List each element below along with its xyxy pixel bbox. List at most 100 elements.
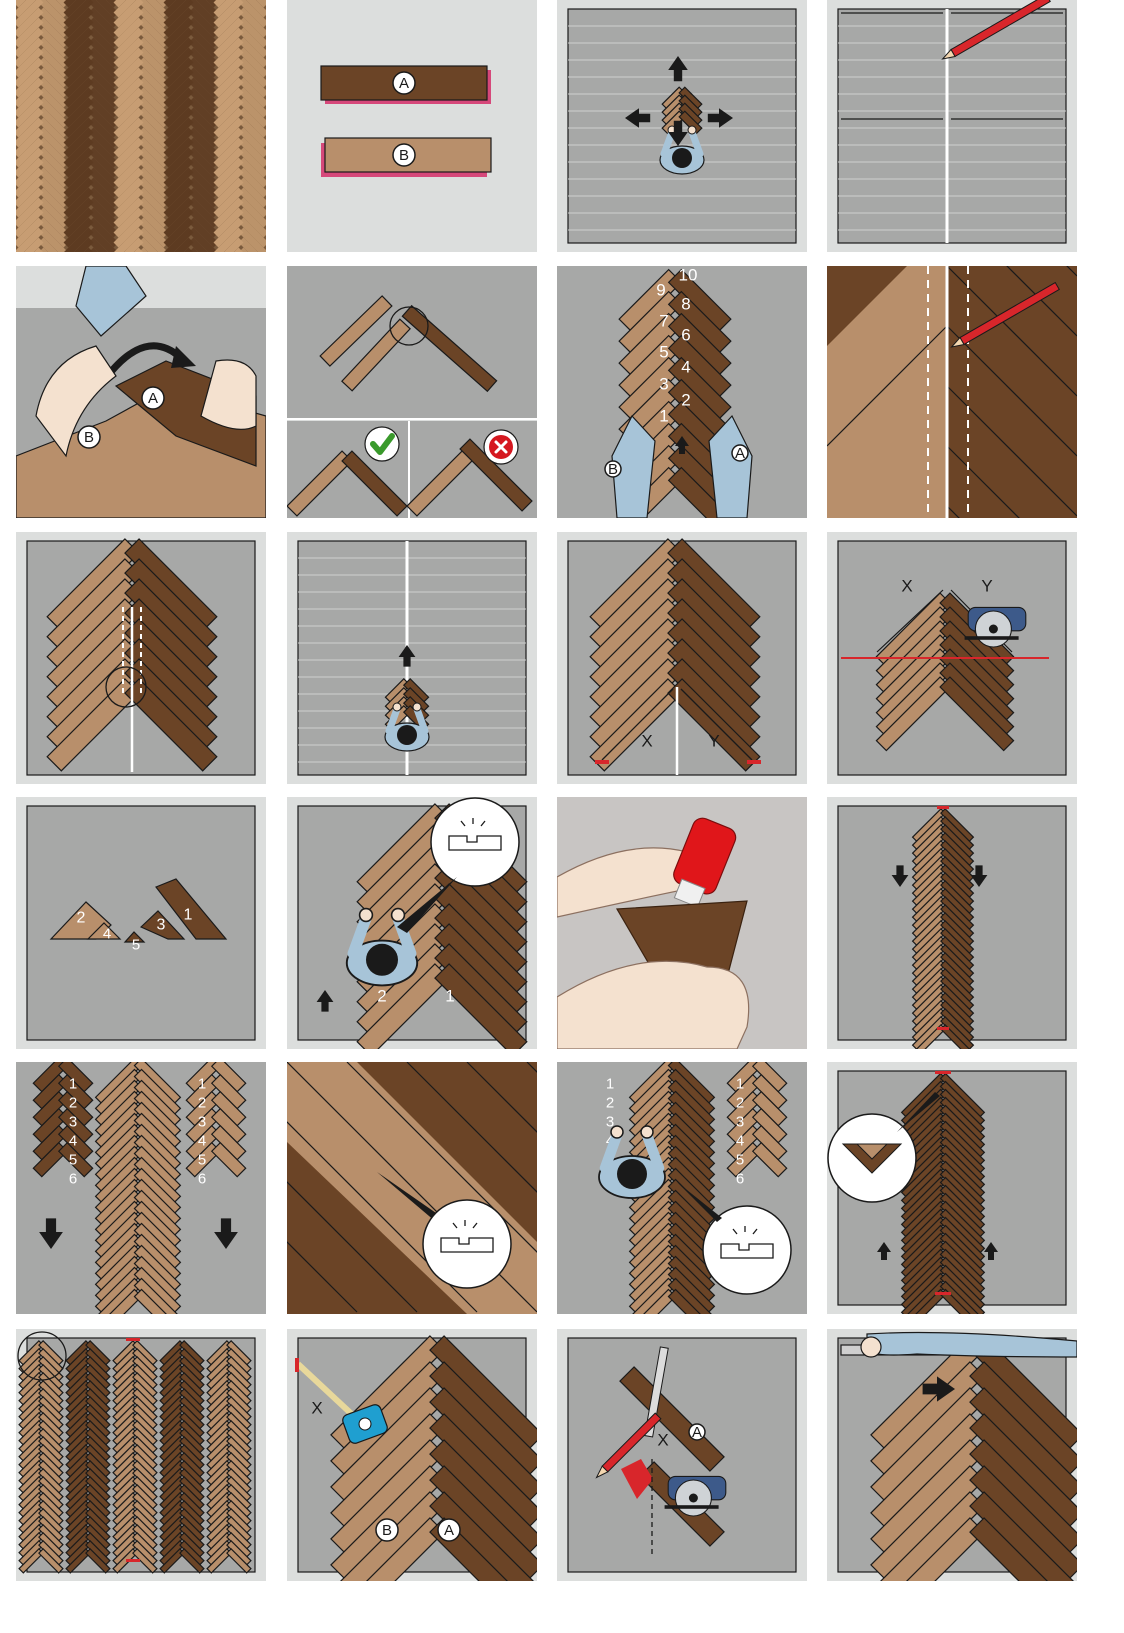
label-n1: 1 xyxy=(184,907,193,924)
label-n7: 7 xyxy=(659,312,668,331)
step-illustration xyxy=(16,0,266,252)
step-illustration xyxy=(16,532,266,784)
label-r2: 2 xyxy=(736,1095,744,1112)
label-y: Y xyxy=(981,577,992,596)
label-l2: 2 xyxy=(69,1095,77,1112)
cross-icon xyxy=(484,430,518,464)
joint-detail-magnifier xyxy=(423,1200,511,1288)
label-l6: 6 xyxy=(69,1171,77,1188)
label-r4: 4 xyxy=(198,1133,206,1150)
label-x: X xyxy=(901,577,912,596)
label-n4: 4 xyxy=(681,358,690,377)
step-panel-13: 1 2 3 4 5 xyxy=(16,797,266,1049)
step-panel-9 xyxy=(16,532,266,784)
label-n9: 9 xyxy=(656,281,665,300)
step-panel-22: X B A xyxy=(287,1329,537,1581)
step-illustration xyxy=(827,266,1077,518)
label-l1: 1 xyxy=(69,1076,77,1093)
step-illustration: AB xyxy=(16,266,266,518)
label-r1: 1 xyxy=(198,1076,206,1093)
label-b: B xyxy=(382,1522,392,1539)
label-n8: 8 xyxy=(681,295,690,314)
label-r2: 2 xyxy=(198,1095,206,1112)
detail-magnifier xyxy=(828,1114,916,1202)
step-illustration xyxy=(827,1062,1077,1314)
label-a: A xyxy=(444,1522,454,1539)
step-panel-16 xyxy=(827,797,1077,1049)
step-illustration: 1234123456 xyxy=(557,1062,807,1314)
label-r4: 4 xyxy=(736,1133,744,1150)
step-illustration xyxy=(557,0,807,252)
label-r5: 5 xyxy=(736,1152,744,1169)
floor-area xyxy=(838,9,1066,243)
label-n2: 2 xyxy=(681,391,690,410)
label-l5: 5 xyxy=(69,1152,77,1169)
label-r1: 1 xyxy=(736,1076,744,1093)
label-n4: 4 xyxy=(103,926,111,943)
label-l3: 3 xyxy=(69,1114,77,1131)
step-illustration: XA xyxy=(557,1329,807,1581)
step-illustration: 12 xyxy=(287,797,537,1049)
step-illustration xyxy=(287,1062,537,1314)
step-illustration xyxy=(287,266,537,518)
step-panel-18 xyxy=(287,1062,537,1314)
joint-detail-magnifier xyxy=(431,798,519,886)
label-a: A xyxy=(735,445,745,462)
label-n6: 6 xyxy=(681,326,690,345)
step-panel-5: AB xyxy=(16,266,266,518)
step-illustration xyxy=(827,1329,1077,1581)
step-panel-21 xyxy=(16,1329,266,1581)
floor-area xyxy=(27,806,255,1040)
label-b: B xyxy=(84,429,94,446)
label-l1: 1 xyxy=(606,1076,614,1093)
label-r5: 5 xyxy=(198,1152,206,1169)
step-illustration: XY xyxy=(827,532,1077,784)
step-illustration xyxy=(827,797,1077,1049)
step-illustration: AB xyxy=(287,0,537,252)
step-panel-1 xyxy=(16,0,266,252)
label-a: A xyxy=(399,75,409,92)
label-n2: 2 xyxy=(377,987,386,1006)
step-panel-4 xyxy=(827,0,1077,252)
label-a: A xyxy=(692,1424,702,1441)
step-illustration xyxy=(287,532,537,784)
step-panel-20 xyxy=(827,1062,1077,1314)
herringbone-texture xyxy=(16,0,266,252)
label-x: X xyxy=(641,732,652,751)
label-n1: 1 xyxy=(659,407,668,426)
step-illustration xyxy=(16,1329,266,1581)
step-panel-3 xyxy=(557,0,807,252)
hand xyxy=(861,1337,881,1357)
label-n1: 1 xyxy=(445,987,454,1006)
label-r6: 6 xyxy=(198,1171,206,1188)
check-icon xyxy=(365,427,399,461)
label-n10: 10 xyxy=(679,266,698,285)
step-illustration: 1 2 3 4 5 xyxy=(16,797,266,1049)
label-r6: 6 xyxy=(736,1171,744,1188)
label-l2: 2 xyxy=(606,1095,614,1112)
label-b: B xyxy=(608,461,618,478)
floor-area xyxy=(568,1338,796,1572)
step-illustration xyxy=(557,797,807,1049)
step-panel-10 xyxy=(287,532,537,784)
step-panel-8 xyxy=(827,266,1077,518)
label-n3: 3 xyxy=(659,375,668,394)
label-x: X xyxy=(311,1399,322,1418)
label-n2: 2 xyxy=(77,910,86,927)
label-b: B xyxy=(399,147,409,164)
step-panel-19: 1234123456 xyxy=(557,1062,807,1314)
step-illustration: X B A xyxy=(287,1329,537,1581)
arm xyxy=(867,1333,1077,1357)
label-n5: 5 xyxy=(132,937,140,954)
label-n3: 3 xyxy=(157,917,166,934)
label-l4: 4 xyxy=(69,1133,77,1150)
